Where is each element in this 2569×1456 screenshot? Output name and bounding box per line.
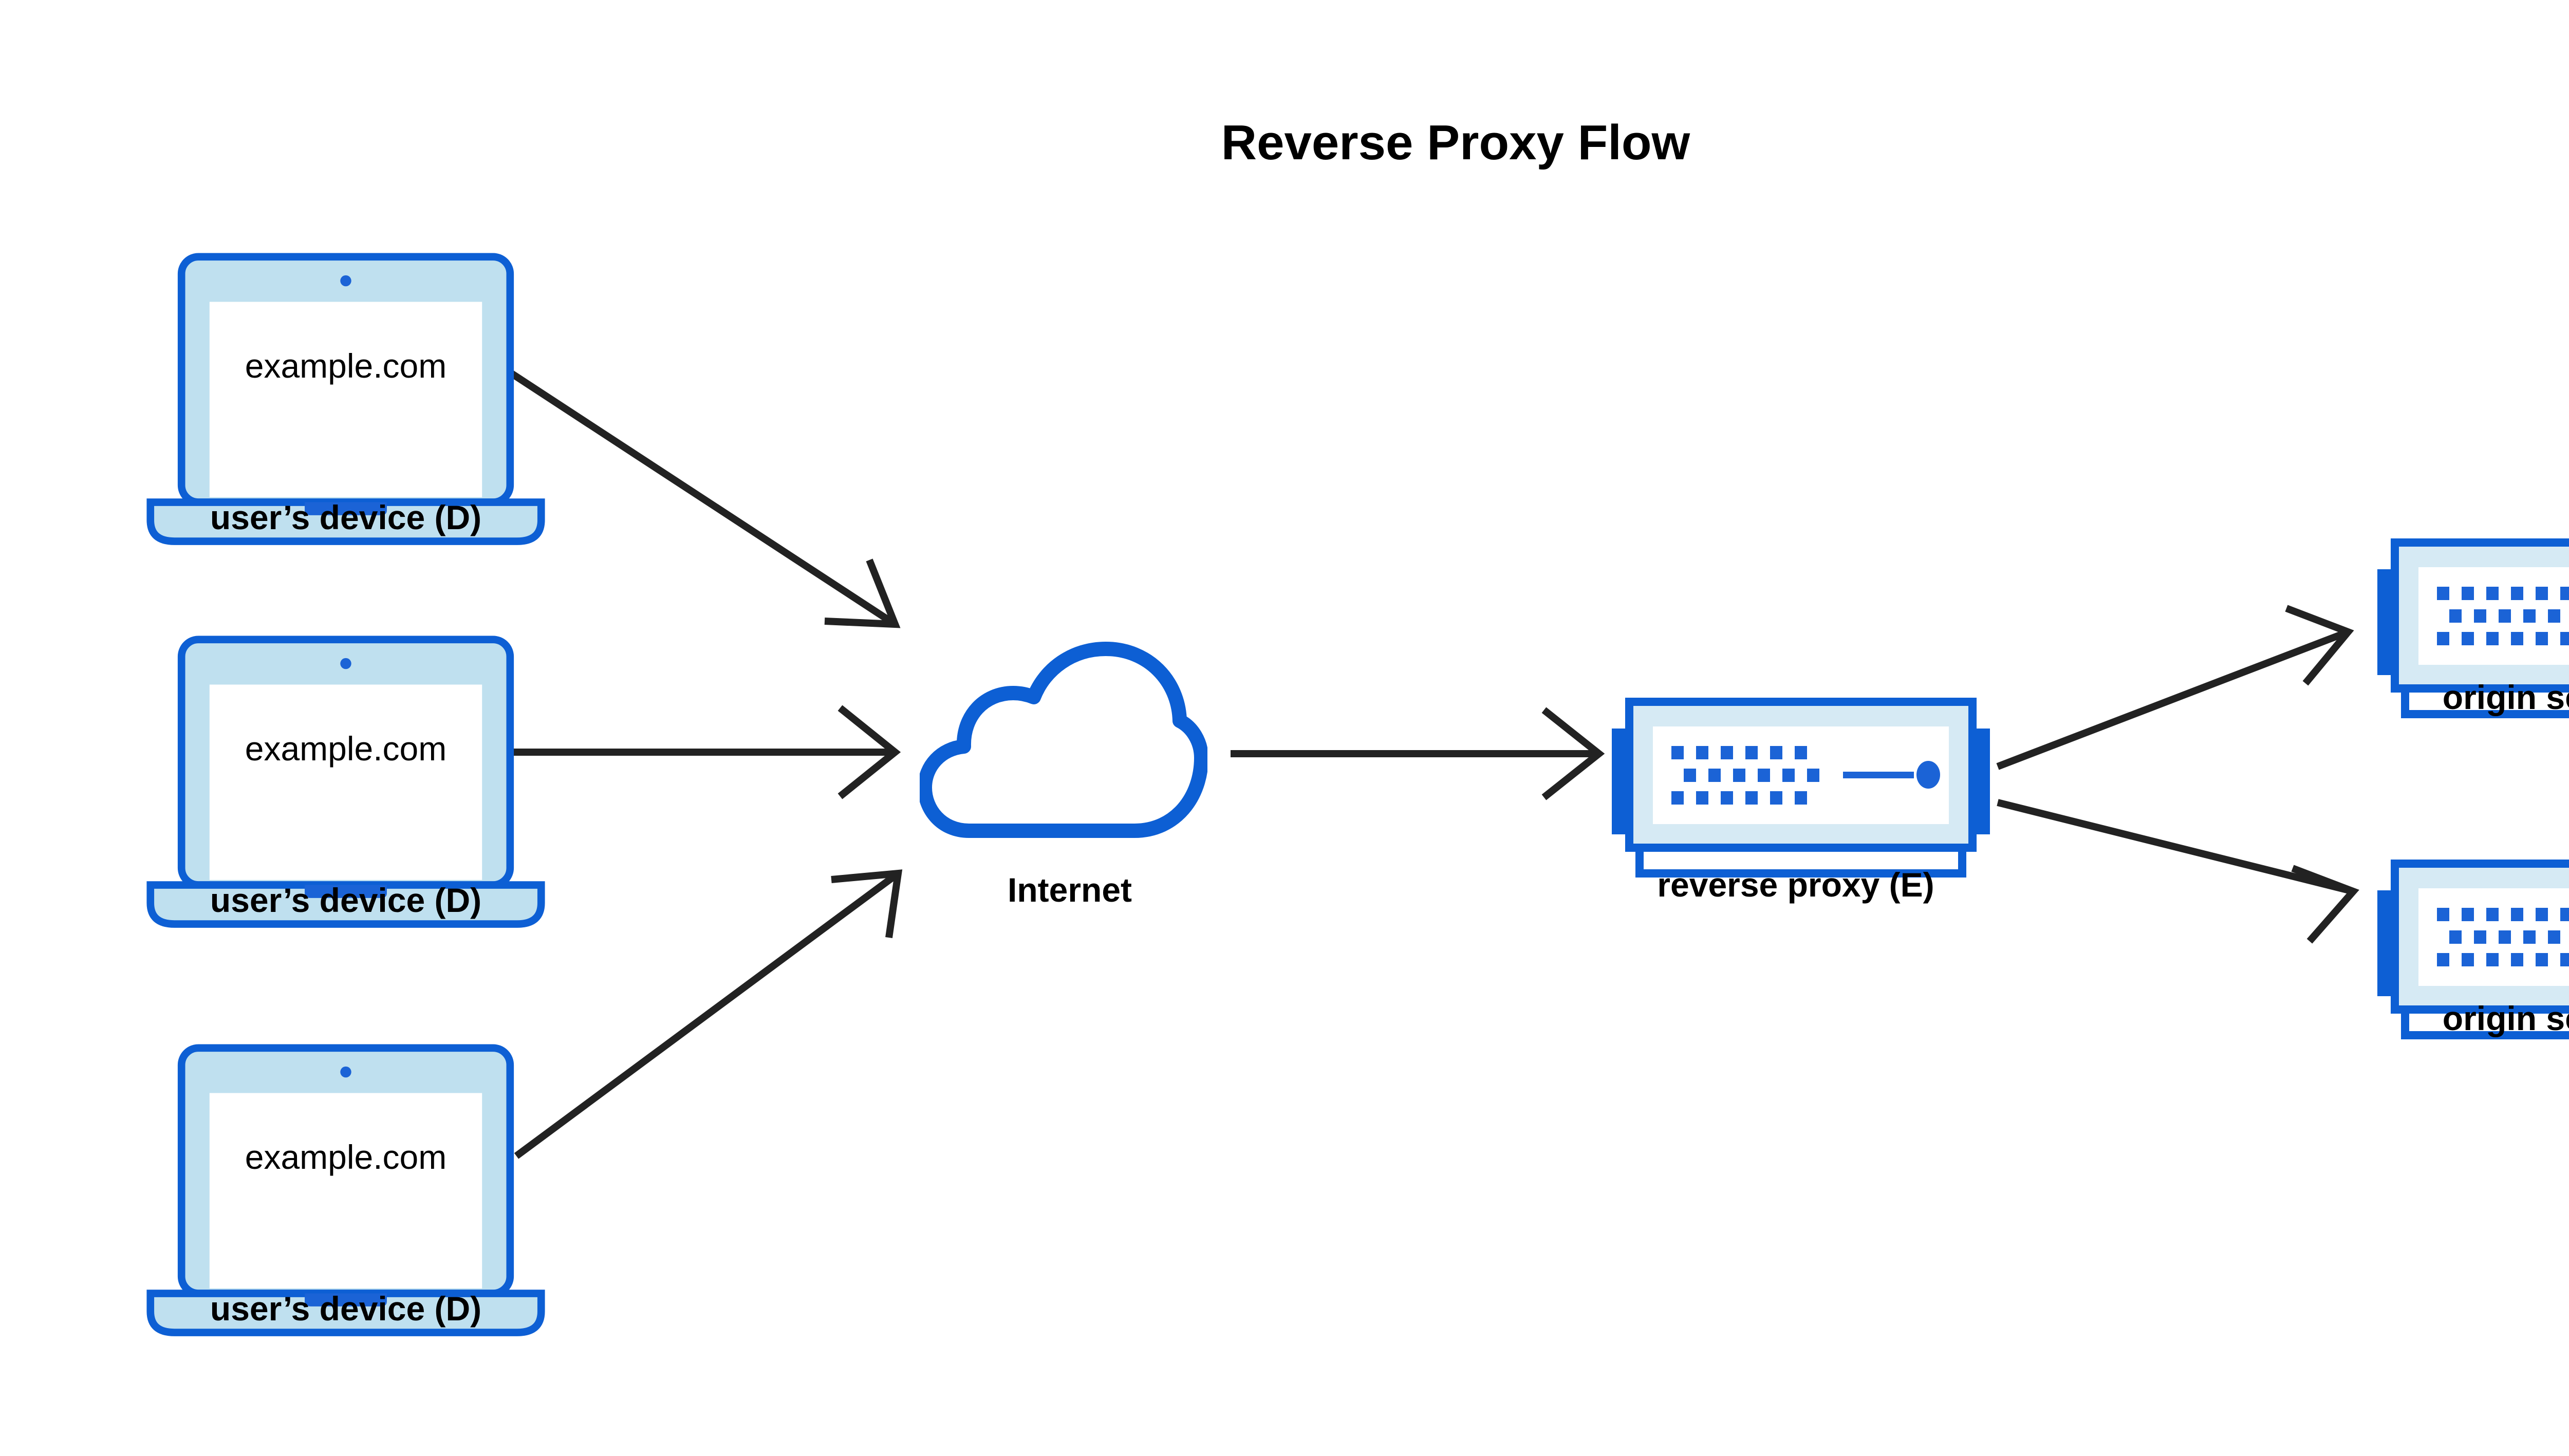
device-top-label: user’s device (D)	[210, 498, 481, 536]
node-origin-server-top[interactable]: origin server (F)	[2377, 543, 2569, 716]
edge-proxy-to-origin-top	[1996, 605, 2354, 770]
edge-device-middle-to-internet	[502, 705, 901, 799]
device-screen-text: example.com	[245, 347, 447, 385]
node-device-middle[interactable]: example.com user’s device (D)	[151, 640, 542, 924]
node-internet[interactable]: Internet	[925, 649, 1201, 909]
server-icon	[1612, 702, 1990, 873]
node-origin-server-bottom[interactable]: origin server (F)	[2377, 864, 2569, 1037]
device-middle-label: user’s device (D)	[210, 881, 481, 919]
cloud-icon	[925, 649, 1201, 831]
edge-device-top-to-internet	[504, 367, 901, 628]
device-bottom-label: user’s device (D)	[210, 1290, 481, 1328]
node-reverse-proxy[interactable]: reverse proxy (E)	[1612, 702, 1990, 904]
node-device-bottom[interactable]: example.com user’s device (D)	[151, 1048, 542, 1333]
origin-server-bottom-label: origin server (F)	[2443, 999, 2569, 1037]
device-screen-text: example.com	[245, 730, 447, 768]
origin-server-top-label: origin server (F)	[2443, 678, 2569, 716]
edge-proxy-to-origin-bottom	[1997, 799, 2359, 944]
edge-internet-to-proxy	[1231, 707, 1605, 800]
node-device-top[interactable]: example.com user’s device (D)	[151, 257, 542, 542]
internet-label: Internet	[1008, 871, 1132, 909]
page-title: Reverse Proxy Flow	[1221, 115, 1690, 170]
reverse-proxy-label: reverse proxy (E)	[1657, 866, 1934, 904]
edge-device-bottom-to-internet	[514, 869, 903, 1159]
device-screen-text: example.com	[245, 1138, 447, 1176]
